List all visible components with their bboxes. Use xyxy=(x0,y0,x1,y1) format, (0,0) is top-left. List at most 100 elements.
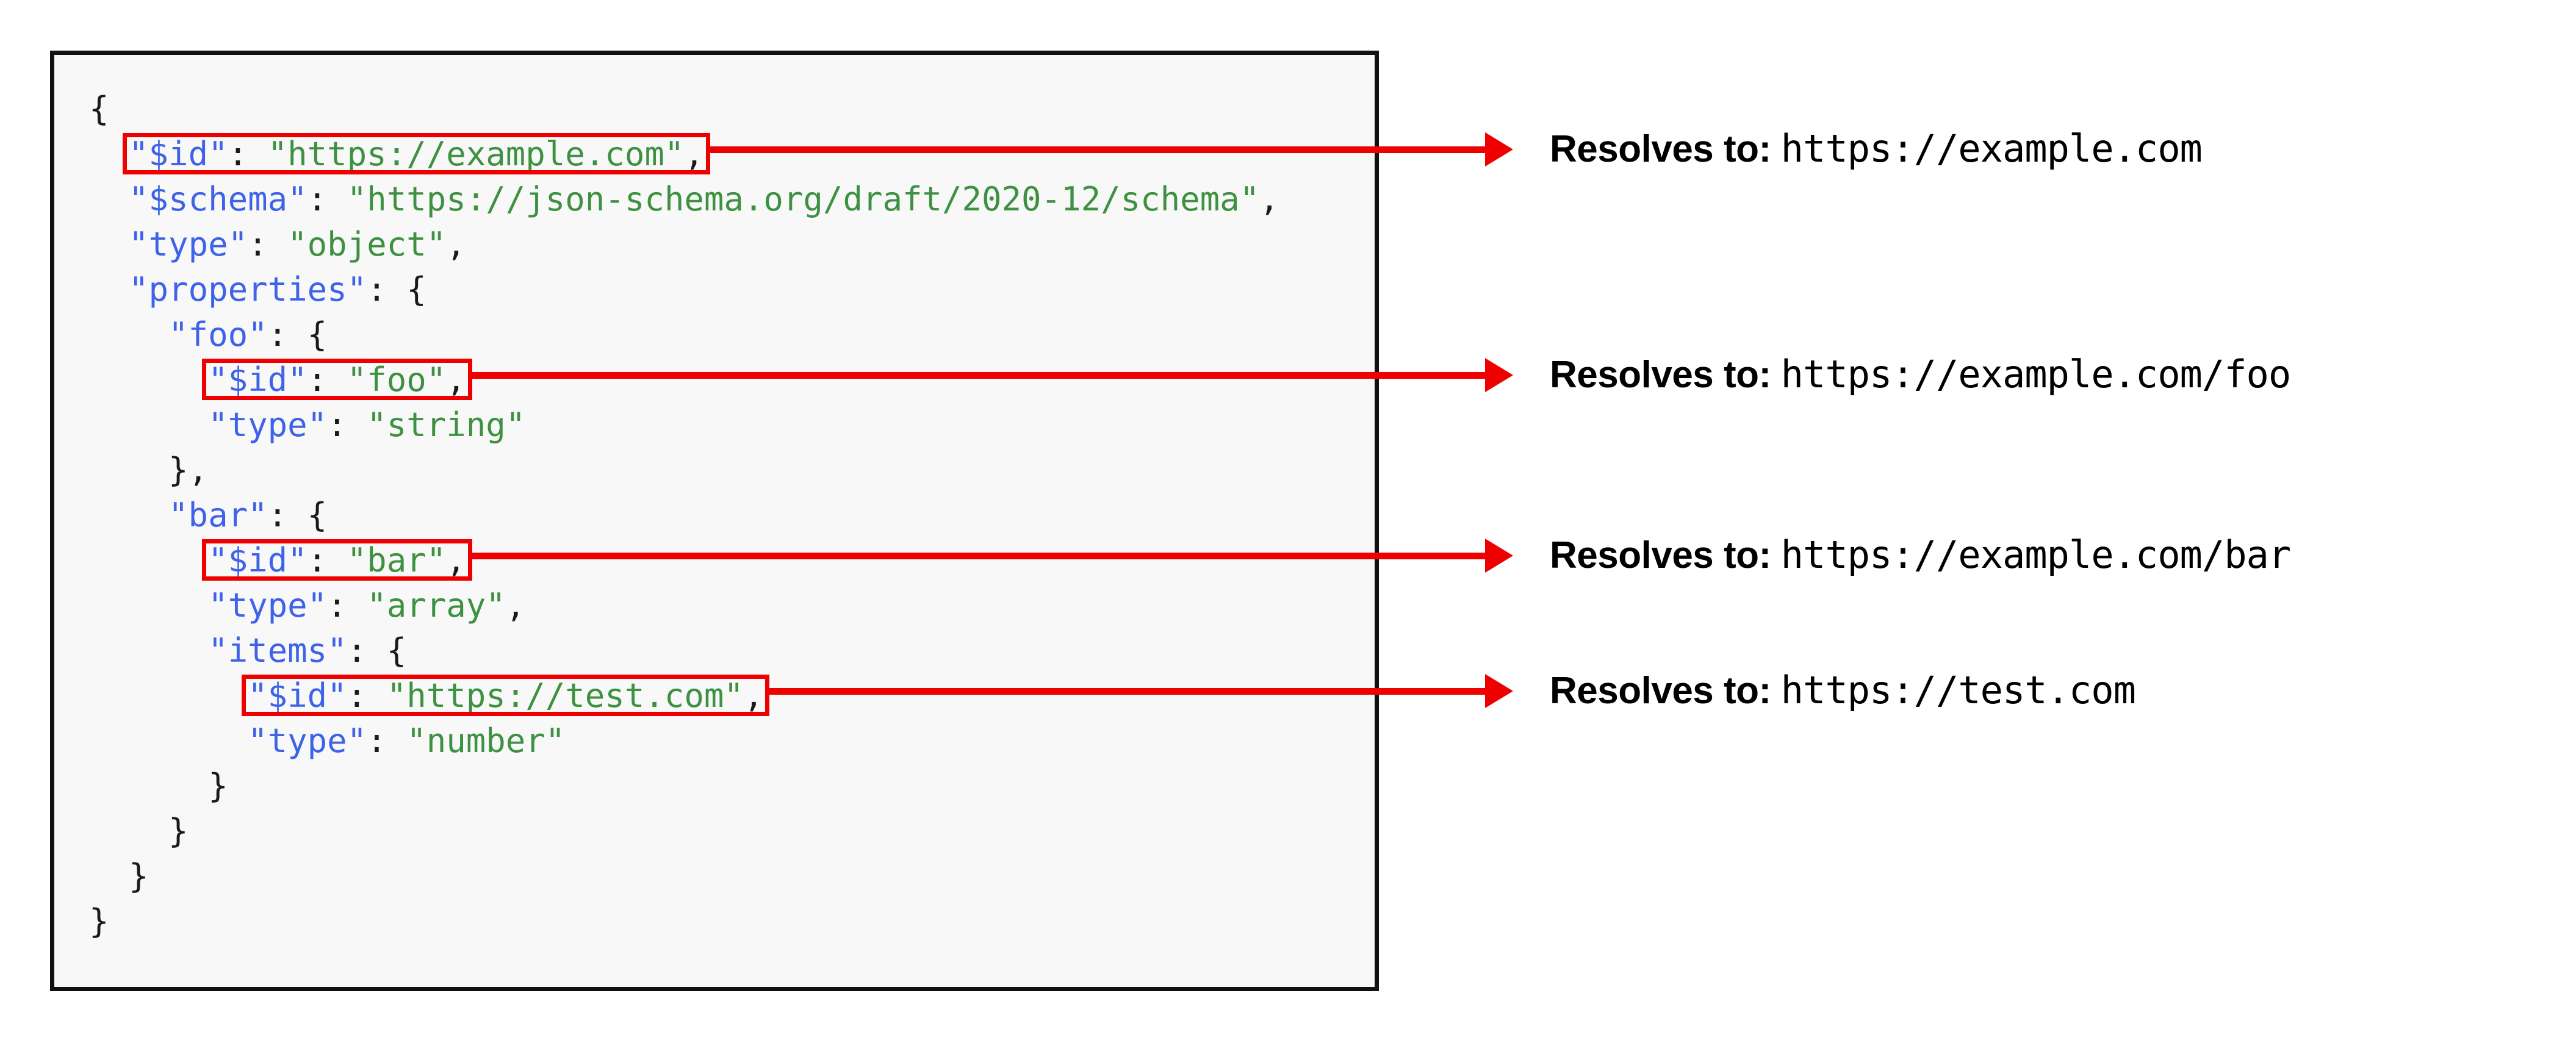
code-token-punct: { xyxy=(89,90,109,128)
code-token-key: "properties" xyxy=(129,270,367,309)
resolve-connector-line xyxy=(765,688,1485,695)
code-token-punct: : { xyxy=(267,496,328,534)
json-code-panel: { "$id": "https://example.com", "$schema… xyxy=(50,51,1379,991)
code-indent xyxy=(89,676,248,715)
code-token-str: "array" xyxy=(367,586,506,625)
code-token-punct: , xyxy=(743,676,764,715)
resolved-url-value: https://example.com/bar xyxy=(1780,532,2292,577)
resolves-to-annotation: Resolves to:https://test.com xyxy=(1550,670,2136,712)
code-token-str: "bar" xyxy=(347,541,447,579)
resolved-url-value: https://example.com/foo xyxy=(1780,352,2292,396)
code-token-key: "bar" xyxy=(168,496,268,534)
code-token-punct: : xyxy=(248,225,288,263)
code-token-punct: : xyxy=(307,541,347,579)
code-line: "$id": "bar", xyxy=(89,538,1279,583)
code-token-punct: } xyxy=(208,767,228,805)
resolves-to-annotation: Resolves to:https://example.com xyxy=(1550,128,2203,170)
resolves-to-label: Resolves to: xyxy=(1550,670,1771,712)
code-indent xyxy=(89,586,208,625)
code-indent xyxy=(89,631,208,670)
code-indent xyxy=(89,857,129,895)
code-line: }, xyxy=(89,448,1279,493)
code-token-punct: , xyxy=(1259,180,1279,218)
resolve-connector-line xyxy=(467,553,1485,559)
code-token-punct: : { xyxy=(347,631,407,670)
resolve-connector-line xyxy=(467,372,1485,379)
code-token-punct: , xyxy=(684,135,704,173)
code-token-punct: : xyxy=(327,586,367,625)
code-indent xyxy=(89,406,208,444)
code-token-str: "https://example.com" xyxy=(267,135,685,173)
code-token-punct: : { xyxy=(267,315,328,354)
code-token-key: "$schema" xyxy=(129,180,308,218)
code-token-str: "string" xyxy=(367,406,526,444)
json-code-listing: { "$id": "https://example.com", "$schema… xyxy=(89,87,1279,944)
code-line: } xyxy=(89,809,1279,854)
code-token-punct: : xyxy=(307,360,347,399)
code-token-str: "https://json-schema.org/draft/2020-12/s… xyxy=(347,180,1260,218)
code-token-punct: }, xyxy=(168,451,209,489)
code-indent xyxy=(89,496,168,534)
code-indent xyxy=(89,451,168,489)
code-indent xyxy=(89,812,168,850)
code-token-key: "$id" xyxy=(208,541,308,579)
code-token-key: "$id" xyxy=(129,135,228,173)
code-line: "$id": "https://example.com", xyxy=(89,132,1279,177)
code-line: { xyxy=(89,87,1279,132)
code-token-key: "type" xyxy=(208,406,328,444)
code-token-key: "$id" xyxy=(248,676,347,715)
code-line: "type": "array", xyxy=(89,583,1279,628)
code-line: } xyxy=(89,764,1279,809)
code-token-key: "items" xyxy=(208,631,347,670)
code-line: "type": "object", xyxy=(89,222,1279,267)
code-indent xyxy=(89,722,248,760)
code-token-punct: , xyxy=(505,586,526,625)
code-token-punct: : xyxy=(367,722,407,760)
resolves-to-label: Resolves to: xyxy=(1550,534,1771,576)
resolve-arrow-head-icon xyxy=(1485,674,1513,708)
resolve-connector-line xyxy=(705,146,1485,153)
code-token-key: "type" xyxy=(129,225,248,263)
code-line: "$id": "https://test.com", xyxy=(89,673,1279,719)
resolves-to-annotation: Resolves to:https://example.com/foo xyxy=(1550,354,2291,396)
code-line: } xyxy=(89,854,1279,899)
code-token-key: "type" xyxy=(248,722,367,760)
code-indent xyxy=(89,270,129,309)
code-token-punct: , xyxy=(446,360,466,399)
resolves-to-label: Resolves to: xyxy=(1550,354,1771,396)
code-indent xyxy=(89,767,208,805)
code-line: "properties": { xyxy=(89,267,1279,312)
code-indent xyxy=(89,315,168,354)
code-token-punct: : xyxy=(228,135,268,173)
code-token-key: "$id" xyxy=(208,360,308,399)
resolves-to-label: Resolves to: xyxy=(1550,128,1771,170)
code-line: "items": { xyxy=(89,628,1279,673)
code-line: "type": "string" xyxy=(89,403,1279,448)
code-indent xyxy=(89,360,208,399)
code-indent xyxy=(89,541,208,579)
code-indent xyxy=(89,225,129,263)
code-line: "$schema": "https://json-schema.org/draf… xyxy=(89,177,1279,222)
code-token-str: "https://test.com" xyxy=(386,676,744,715)
resolved-url-value: https://example.com xyxy=(1780,126,2203,171)
resolve-arrow-head-icon xyxy=(1485,132,1513,167)
code-token-punct: : { xyxy=(367,270,426,309)
code-token-punct: : xyxy=(347,676,387,715)
code-indent xyxy=(89,135,129,173)
code-token-key: "foo" xyxy=(168,315,268,354)
code-token-str: "number" xyxy=(406,722,566,760)
code-token-str: "object" xyxy=(287,225,447,263)
resolved-url-value: https://test.com xyxy=(1780,668,2136,712)
code-indent xyxy=(89,180,129,218)
code-line: "type": "number" xyxy=(89,719,1279,764)
code-token-punct: : xyxy=(307,180,347,218)
code-line: "$id": "foo", xyxy=(89,357,1279,403)
code-token-punct: } xyxy=(129,857,149,895)
code-token-punct: , xyxy=(446,541,466,579)
resolves-to-annotation: Resolves to:https://example.com/bar xyxy=(1550,534,2291,576)
code-line: } xyxy=(89,899,1279,944)
resolve-arrow-head-icon xyxy=(1485,358,1513,392)
code-line: "foo": { xyxy=(89,312,1279,357)
code-token-str: "foo" xyxy=(347,360,447,399)
